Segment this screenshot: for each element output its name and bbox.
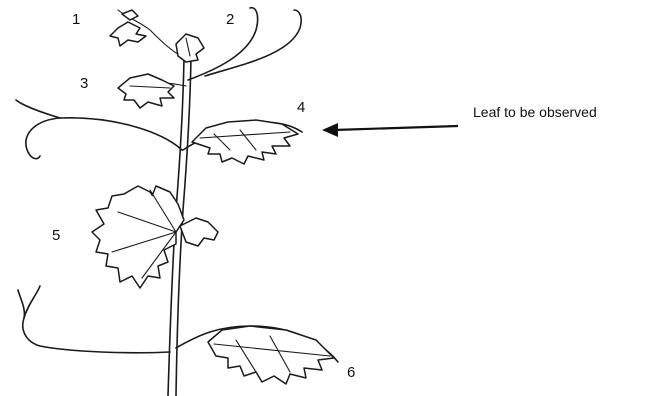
leaf-6 <box>176 326 338 384</box>
leaf-3 <box>118 74 186 108</box>
leaf-label-4: 4 <box>297 99 305 116</box>
leaf-4 <box>183 120 302 164</box>
tendril-left <box>16 100 182 159</box>
leaf-label-3: 3 <box>80 75 88 92</box>
leaf-2-bud <box>176 34 204 62</box>
leaf-label-1: 1 <box>72 11 80 28</box>
leaf-label-2: 2 <box>226 11 234 28</box>
leaf-label-5: 5 <box>52 227 60 244</box>
callout-text: Leaf to be observed <box>473 104 597 120</box>
leaf-label-6: 6 <box>347 364 355 381</box>
callout-arrow <box>322 123 458 137</box>
leaf-1 <box>110 10 184 58</box>
tendril-top <box>188 8 301 80</box>
leaf-5 <box>92 186 218 288</box>
tendril-lower <box>18 286 170 353</box>
